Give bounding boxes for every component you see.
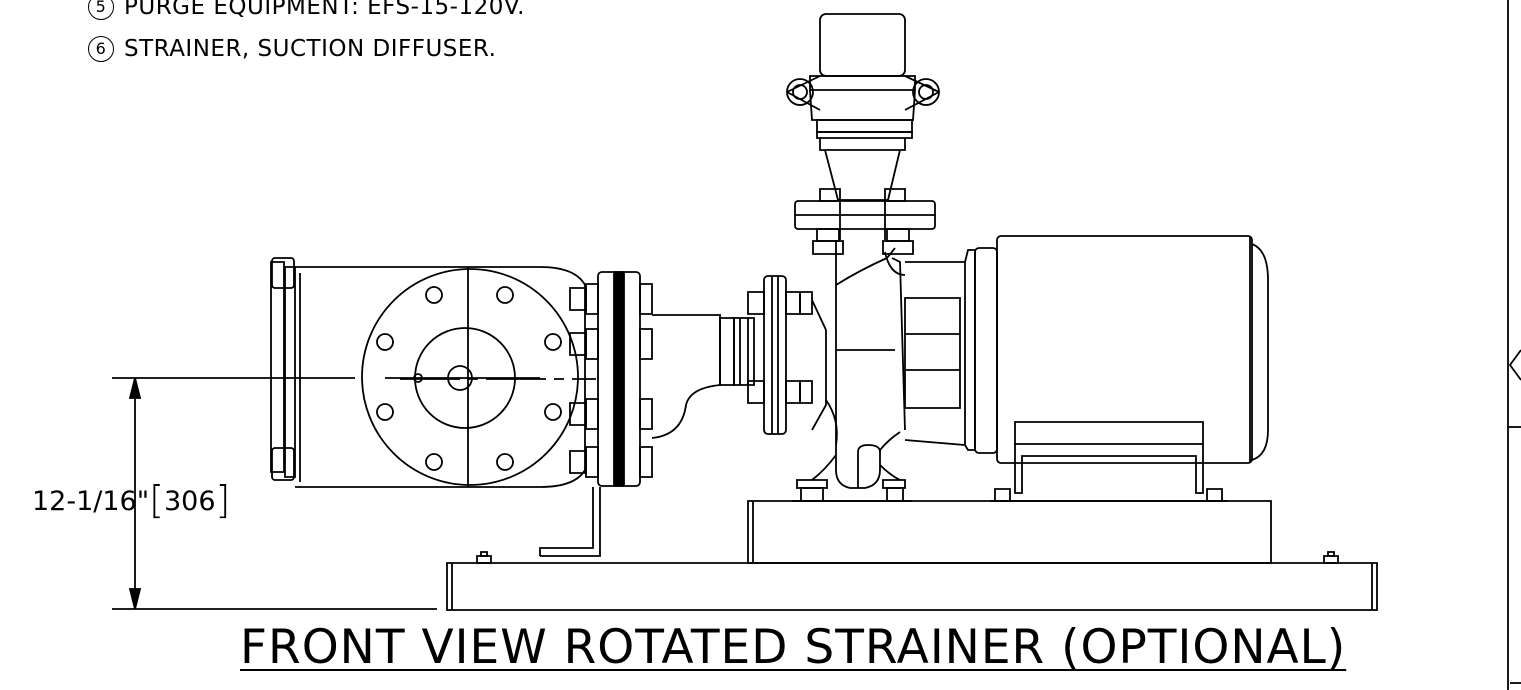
height-dimension-label: 12-1/16"[306] bbox=[32, 478, 230, 522]
note-5: 5 PURGE EQUIPMENT: EFS-15-120V. bbox=[88, 0, 525, 20]
view-title: FRONT VIEW ROTATED STRAINER (OPTIONAL) bbox=[240, 620, 1347, 675]
note-5-number: 5 bbox=[88, 0, 114, 20]
motor bbox=[975, 236, 1268, 501]
dimension-imperial: 12-1/16" bbox=[32, 486, 150, 517]
strainer bbox=[271, 258, 600, 556]
strainer-flange bbox=[570, 272, 652, 486]
bearing-frame bbox=[905, 250, 975, 450]
note-6-number: 6 bbox=[88, 36, 114, 62]
suction-pipe bbox=[652, 276, 812, 438]
discharge-assembly bbox=[787, 14, 939, 254]
sheet-border bbox=[1508, 0, 1521, 690]
note-6-text: STRAINER, SUCTION DIFFUSER. bbox=[124, 36, 497, 62]
pump-casing bbox=[792, 240, 912, 501]
note-6: 6 STRAINER, SUCTION DIFFUSER. bbox=[88, 36, 496, 62]
bracket-close: ] bbox=[215, 478, 231, 522]
note-5-text: PURGE EQUIPMENT: EFS-15-120V. bbox=[124, 0, 525, 20]
bracket-open: [ bbox=[149, 478, 164, 522]
dimension-metric: 306 bbox=[163, 486, 216, 517]
